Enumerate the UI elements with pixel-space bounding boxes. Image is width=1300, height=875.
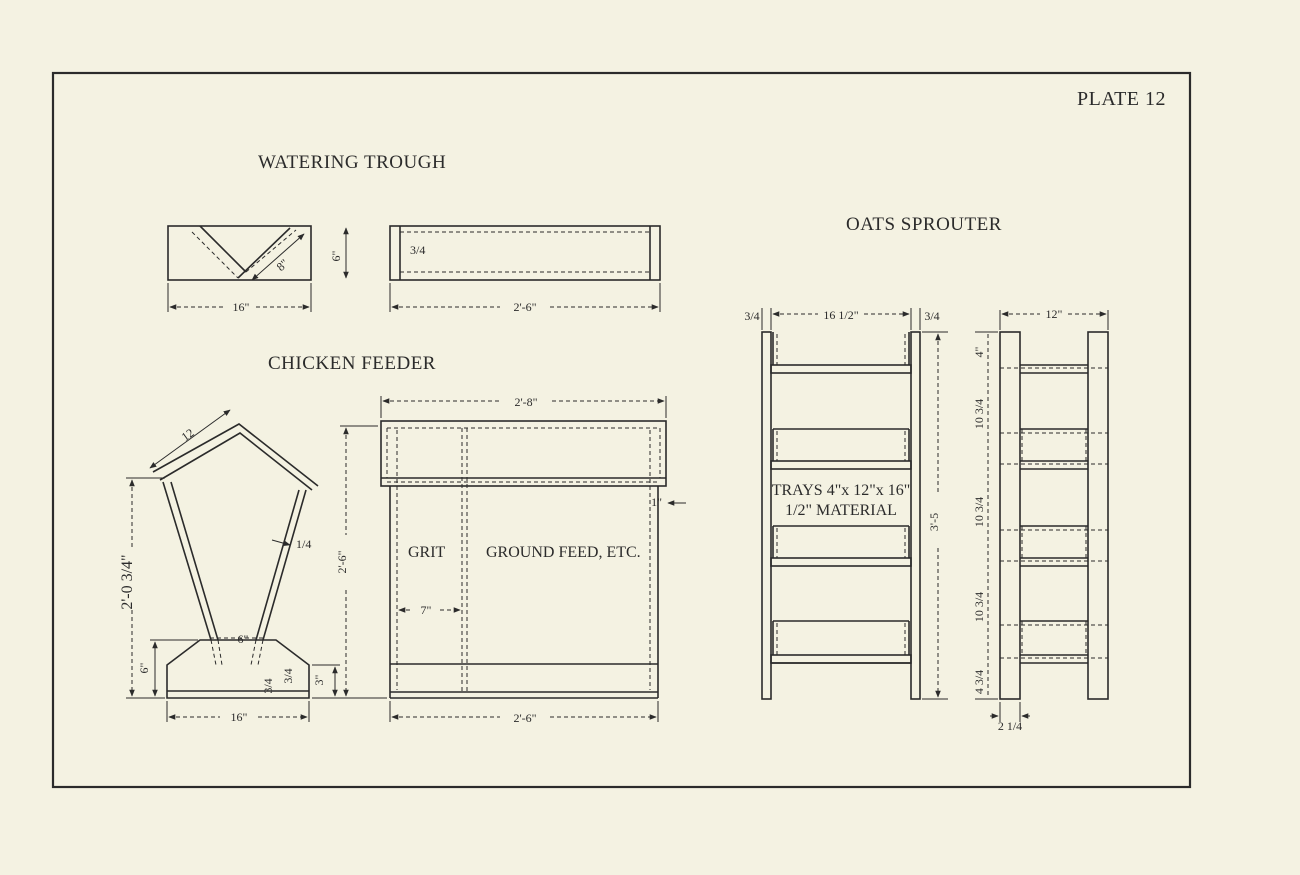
trough-board-dim: 3/4 [410,243,425,257]
feeder-front-width-dim: 2'-8" [514,395,537,409]
trough-length-dim: 2'-6" [513,300,536,314]
feeder-grit-width-dim: 7" [421,603,432,617]
trough-side-view: 3/4 2'-6" [389,225,661,314]
chicken-feeder: CHICKEN FEEDER 12 1/4 6" 6" [119,353,686,725]
feeder-front-view: GRIT GROUND FEED, ETC. 7" 2'-8" 2'-6" 1" [335,395,686,725]
sprouter-gap-1-dim: 10 3/4 [972,399,986,429]
sprouter-left-board-dim: 3/4 [744,309,759,323]
feeder-height-dim: 2'-0 3/4" [119,554,136,609]
feeder-board-b-dim: 3/4 [281,668,295,683]
sprouter-post-dim: 2 1/4 [998,719,1022,733]
trough-depth-dim: 6" [329,250,343,261]
sprouter-tray-3 [770,525,912,567]
sprouter-tray-2 [770,428,912,470]
feeder-throat-dim: 6" [238,632,249,646]
sprouter-gap-2-dim: 10 3/4 [972,497,986,527]
sprouter-side-view: 12" 4" 10 3/4 10 3/4 10 3/4 4 3/4 2 1/4 [972,307,1109,733]
trough-end-width-dim: 16" [233,300,250,314]
oats-sprouter-title: OATS SPROUTER [846,214,1002,235]
plate-label: PLATE 12 [1077,88,1166,110]
chicken-feeder-title: CHICKEN FEEDER [268,353,436,374]
sprouter-side-width-dim: 12" [1046,307,1063,321]
trays-note-line2: 1/2" MATERIAL [785,502,897,519]
sprouter-tray-1 [770,332,912,374]
sprouter-tray-4 [770,620,912,664]
feeder-tray-side-dim: 6" [137,662,151,673]
feeder-base-width-dim: 16" [231,710,248,724]
sprouter-right-board-dim: 3/4 [924,309,939,323]
feeder-front-base-dim: 2'-6" [513,711,536,725]
ground-feed-label: GROUND FEED, ETC. [486,544,641,561]
feeder-lid-dim: 1" [651,495,662,509]
oats-sprouter: OATS SPROUTER [744,214,1109,733]
watering-trough-title: WATERING TROUGH [258,152,446,173]
sprouter-height-dim: 3'-5 [927,513,941,531]
feeder-lip-dim: 3" [312,674,326,685]
trough-end-view: 8" 16" 6" [167,225,349,314]
feeder-front-height-dim: 2'-6" [335,550,349,573]
sprouter-gap-3-dim: 10 3/4 [972,592,986,622]
feeder-roof-dim: 12 [179,426,197,444]
sprouter-front-view: TRAYS 4"x 12"x 16" 1/2" MATERIAL 3/4 16 … [744,308,948,700]
feeder-board-a-dim: 3/4 [261,678,275,693]
sprouter-bottom-gap-dim: 4 3/4 [972,670,986,694]
grit-label: GRIT [408,544,446,561]
feeder-end-view: 12 1/4 6" 6" 3" 3/4 3/4 [119,409,340,724]
sprouter-inner-width-dim: 16 1/2" [823,308,858,322]
plate-frame [51,71,1192,789]
sprouter-top-gap-dim: 4" [972,346,986,357]
feeder-wall-dim: 1/4 [296,537,311,551]
trays-note-line1: TRAYS 4"x 12"x 16" [772,482,911,499]
watering-trough: WATERING TROUGH 8" 16" 6" 3/4 [167,152,661,314]
